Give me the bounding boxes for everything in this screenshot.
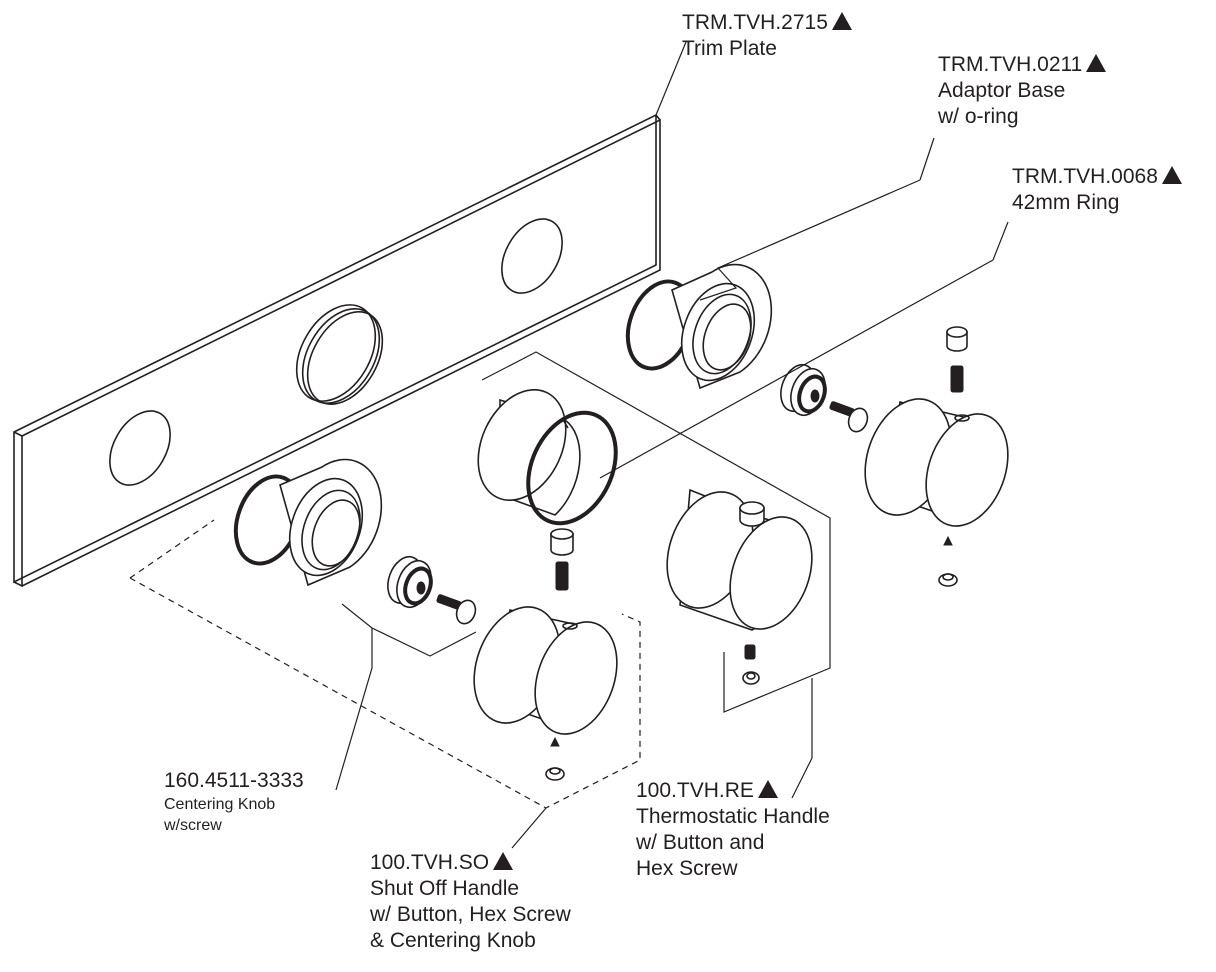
part-description: Shut Off Handle bbox=[370, 877, 520, 900]
part-description: Adaptor Base bbox=[938, 79, 1066, 102]
label-thermostatic-handle: 100.TVH.RE Thermostatic Handle w/ Button… bbox=[636, 778, 830, 882]
shut-off-handle-lower bbox=[473, 528, 618, 781]
trim-plate bbox=[13, 113, 661, 588]
shut-off-handle-right bbox=[864, 326, 1009, 587]
part-description: Hex Screw bbox=[636, 857, 738, 880]
part-description: & Centering Knob bbox=[370, 929, 536, 952]
label-adaptor-base: TRM.TVH.0211 Adaptor Base w/ o-ring bbox=[938, 52, 1107, 130]
label-centering-knob: 160.4511-3333 Centering Knob w/screw bbox=[164, 768, 304, 836]
part-description: w/screw bbox=[164, 817, 222, 834]
label-42mm-ring: TRM.TVH.0068 42mm Ring bbox=[1012, 164, 1182, 216]
thermostatic-handle bbox=[666, 488, 813, 685]
label-shut-off-handle: 100.TVH.SO Shut Off Handle w/ Button, He… bbox=[370, 850, 571, 954]
centering-knob-lower bbox=[387, 555, 477, 625]
part-description: w/ o-ring bbox=[938, 105, 1019, 128]
triangle-marker-icon bbox=[757, 780, 778, 798]
part-number: 100.TVH.RE bbox=[636, 779, 754, 802]
label-trim-plate: TRM.TVH.2715 Trim Plate bbox=[682, 10, 852, 62]
adaptor-base-upper bbox=[625, 263, 773, 390]
leader-lines bbox=[129, 41, 1009, 849]
part-number: TRM.TVH.0211 bbox=[938, 53, 1083, 76]
part-number: TRM.TVH.0068 bbox=[1012, 165, 1158, 188]
triangle-marker-icon bbox=[1161, 166, 1182, 184]
triangle-marker-icon bbox=[831, 12, 852, 30]
part-number: 160.4511-3333 bbox=[164, 769, 304, 792]
part-description: 42mm Ring bbox=[1012, 191, 1120, 214]
part-description: Centering Knob bbox=[164, 796, 276, 813]
triangle-marker-icon bbox=[1086, 54, 1107, 72]
part-description: Trim Plate bbox=[682, 37, 777, 60]
part-number: TRM.TVH.2715 bbox=[682, 11, 828, 34]
part-number: 100.TVH.SO bbox=[370, 851, 490, 874]
part-description: Thermostatic Handle bbox=[636, 805, 830, 828]
ring-42mm bbox=[477, 388, 618, 526]
part-description: w/ Button, Hex Screw bbox=[370, 903, 571, 926]
triangle-marker-icon bbox=[493, 852, 514, 870]
centering-knob-right bbox=[780, 363, 869, 433]
adaptor-base-lower bbox=[233, 458, 383, 587]
part-description: w/ Button and bbox=[636, 831, 765, 854]
